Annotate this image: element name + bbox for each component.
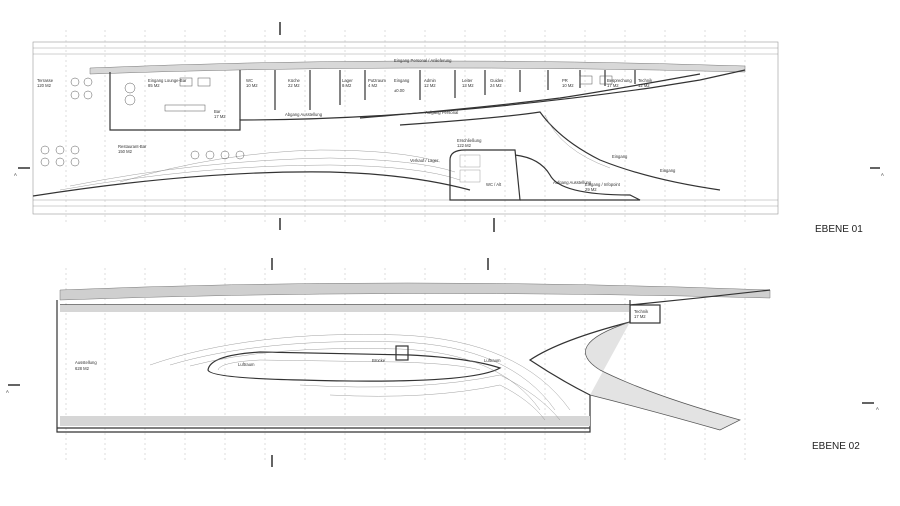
section-label-right: A [881, 172, 884, 177]
room-label: Leiter [462, 78, 473, 83]
room-area: 628 M2 [75, 366, 90, 371]
room-label: Putzraum [368, 78, 386, 83]
level-title: EBENE 02 [812, 441, 860, 452]
room-label: Terrasse [37, 78, 54, 83]
room-area: 10 M2 [246, 83, 258, 88]
room-label: Abgang Ausstellung [285, 112, 323, 117]
entrance-label: Eingang [612, 154, 628, 159]
room-area: 22 M2 [288, 83, 300, 88]
room-label: Besprechung [607, 78, 632, 83]
room-label: Lager [342, 78, 353, 83]
room-area: 17 M2 [634, 314, 646, 319]
room-label: Technik [634, 309, 649, 314]
bridge-label: Brücke [372, 358, 386, 363]
room-area: 29 M2 [585, 187, 597, 192]
room-label: Restaurant-Bar [118, 144, 147, 149]
room-area: 12 M2 [424, 83, 436, 88]
section-marks [18, 22, 880, 232]
room-area: 122 M2 [457, 143, 472, 148]
room-label: WC / Alt [486, 182, 502, 187]
room-area: 120 M2 [37, 83, 52, 88]
room-label: Eingang [394, 78, 410, 83]
lower-shell [32, 171, 471, 197]
room-label: Bar [214, 109, 221, 114]
room-area: 12 M2 [638, 83, 650, 88]
room-area: 85 M2 [148, 83, 160, 88]
void-label: Luftraum [484, 358, 501, 363]
room-label: Admin [424, 78, 437, 83]
floor-hatching [33, 47, 778, 207]
ramp [585, 321, 741, 431]
room-area: 10 M2 [562, 83, 574, 88]
room-label: WC [246, 78, 253, 83]
room-label: Eingang Lounge-Bar [148, 78, 187, 83]
room-area: 17 M2 [214, 114, 226, 119]
section-label-right: A [876, 406, 879, 411]
room-area: ±0.00 [394, 88, 405, 93]
void-label: Luftraum [238, 362, 255, 367]
section-label-left: A [14, 172, 17, 177]
plan-ebene-02: A A Technik 17 M2 Ausstellung 628 M2 Luf… [6, 258, 879, 467]
room-area: 24 M2 [490, 83, 502, 88]
room-label: Aufgang Personal [425, 110, 458, 115]
room-labels-ebene-01: Terrasse 120 M2 Eingang Lounge-Bar 85 M2… [37, 58, 676, 192]
room-label: Küche [288, 78, 301, 83]
grid-axes [65, 268, 746, 462]
room-label: Erschließung [457, 138, 482, 143]
room-area: 150 M2 [118, 149, 133, 154]
room-label: Ausstellung [75, 360, 97, 365]
section-label-left: A [6, 389, 9, 394]
roof-canopy [89, 60, 746, 75]
room-label: Aufgang Ausstellung [553, 180, 592, 185]
furniture [40, 75, 613, 167]
bridge-element [395, 345, 409, 361]
room-area: 17 M2 [607, 83, 619, 88]
room-area: 13 M2 [462, 83, 474, 88]
plan-ebene-01: A A Terrasse 120 M2 Eingang Lounge-Bar 8… [14, 22, 884, 235]
room-label: Guides [490, 78, 503, 83]
staff-entrance-label: Eingang Personal / Anlieferung [394, 58, 452, 63]
room-label: Technik [638, 78, 653, 83]
room-area: 8 M2 [342, 83, 352, 88]
technik-room [629, 304, 661, 324]
room-label: Eingang / Infopoint [585, 182, 621, 187]
level-title: EBENE 01 [815, 224, 863, 235]
section-marks [8, 258, 874, 467]
room-label: Verkauf / Lager [410, 158, 439, 163]
roof-canopy [59, 282, 771, 301]
void-luftraum [207, 351, 502, 382]
room-label: PR [562, 78, 568, 83]
exhibition-shell [56, 300, 631, 433]
room-area: 4 M2 [368, 83, 378, 88]
core-block [449, 149, 521, 201]
entrance-label: Eingang [660, 168, 676, 173]
